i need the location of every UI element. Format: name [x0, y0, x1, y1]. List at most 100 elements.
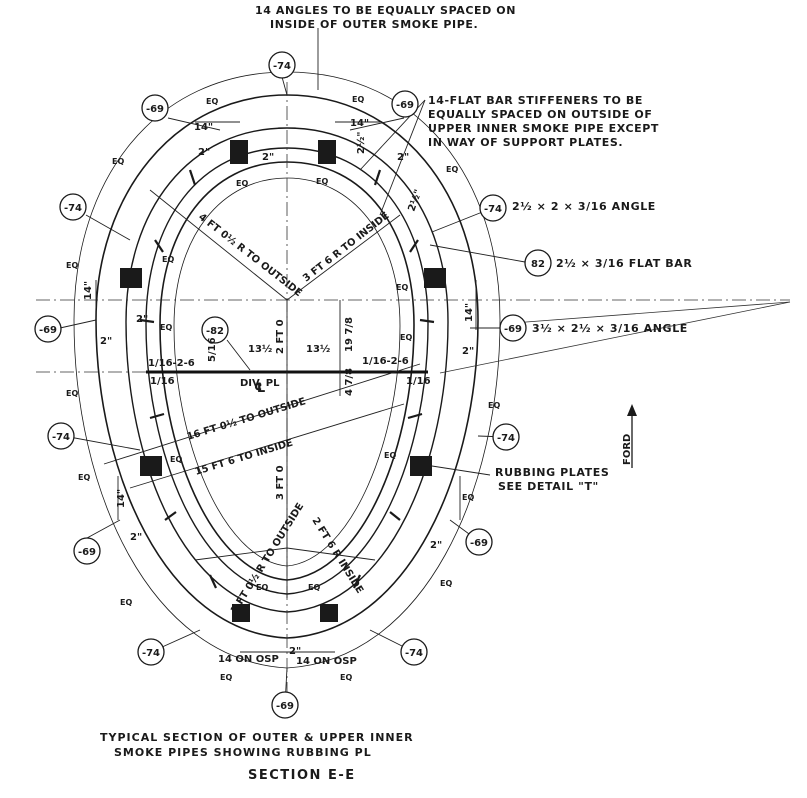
eq-label: EQ	[308, 583, 320, 592]
callout-upper-right: -74	[484, 204, 502, 215]
dim-r-upper-inside: 3 FT 6 R TO INSIDE	[301, 210, 392, 284]
dim-half-right: 13½	[306, 344, 330, 355]
eq-label: EQ	[340, 673, 352, 682]
dim-offset-left: 1/16-2-6	[148, 358, 195, 369]
dim-s2-c: 2"	[100, 336, 112, 347]
dim-s2-bottom: 2"	[289, 646, 301, 657]
title-line2: SMOKE PIPES SHOWING RUBBING PL	[114, 746, 372, 759]
radius-lines	[103, 189, 421, 598]
eq-label: EQ	[446, 165, 458, 174]
eq-label: EQ	[488, 401, 500, 410]
eq-labels: EQ EQ EQ EQ EQ EQ EQ EQ EQ EQ EQ EQ EQ E…	[66, 95, 500, 682]
title-line1: TYPICAL SECTION OF OUTER & UPPER INNER	[100, 731, 414, 744]
eq-label: EQ	[384, 451, 396, 460]
note-stiffeners-line2: EQUALLY SPACED ON OUTSIDE OF	[428, 108, 652, 121]
callout-circles	[34, 51, 552, 719]
eq-label: EQ	[66, 261, 78, 270]
note-ford: FORD	[622, 434, 633, 465]
callout-bottom-right: -74	[405, 648, 423, 659]
callout-lower-left: -74	[52, 432, 70, 443]
note-stiffeners-line1: 14-FLAT BAR STIFFENERS TO BE	[428, 94, 643, 107]
dim-edge-right: 1/16	[406, 376, 431, 387]
note-rubbing-line2: SEE DETAIL "T"	[498, 480, 599, 493]
callout-labels: -74 -69 -69 -74 -74 82 -69 -69 -82 -74 -…	[39, 61, 545, 712]
dim-s2-g: 2"	[262, 152, 274, 163]
eq-label: EQ	[112, 157, 124, 166]
dim-lower-center: 3 FT 0	[275, 465, 286, 500]
dim-s2-a: 2"	[198, 147, 210, 158]
eq-label: EQ	[120, 598, 132, 607]
eq-label: EQ	[352, 95, 364, 104]
dim-s2half-a: 2½"	[356, 131, 367, 154]
dim-r-lower-outside: 3 FT 0½ R TO OUTSIDE	[229, 501, 306, 615]
eq-label: EQ	[236, 179, 248, 188]
callout-top-left: -69	[146, 104, 164, 115]
dim-r-upper-outside: 4 FT 0½ R TO OUTSIDE	[196, 212, 304, 299]
eq-label: EQ	[220, 673, 232, 682]
dim-depth-small: 4 7/8	[344, 368, 355, 396]
callout-leaders	[59, 76, 507, 706]
dim-upper-center: 2 FT 0	[275, 319, 286, 354]
callout-bottom-left: -74	[142, 648, 160, 659]
eq-label: EQ	[396, 283, 408, 292]
vertical-dims	[286, 300, 341, 548]
side-dim-lines	[95, 121, 477, 653]
callout-flat-bar: 82	[531, 259, 545, 270]
dim-s14-right: 14"	[464, 303, 475, 322]
dim-s14-top-left: 14"	[194, 122, 213, 133]
dim-s14-top-right: 14"	[350, 118, 369, 129]
eq-label: EQ	[160, 323, 172, 332]
note-angle-small: 2½ × 2 × 3/16 ANGLE	[512, 200, 656, 213]
angle-marks	[120, 140, 446, 622]
callout-low-right: -69	[470, 538, 488, 549]
callout-top: -74	[273, 61, 291, 72]
eq-label: EQ	[66, 389, 78, 398]
eq-label: EQ	[256, 583, 268, 592]
eq-label: EQ	[206, 97, 218, 106]
eq-label: EQ	[170, 455, 182, 464]
dim-div-pl: DIV. PL	[240, 378, 280, 389]
note-flat-bar: 2½ × 3/16 FLAT BAR	[556, 257, 692, 270]
eq-label: EQ	[78, 473, 90, 482]
dim-s14-left: 14"	[83, 281, 94, 300]
dim-half-left: 13½	[248, 344, 272, 355]
dim-s2-h: 2"	[136, 314, 148, 325]
note-angles-line2: INSIDE OF OUTER SMOKE PIPE.	[270, 18, 478, 31]
note-angle-large: 3½ × 2½ × 3/16 ANGLE	[532, 322, 688, 335]
dim-s2-e: 2"	[130, 532, 142, 543]
dim-edge-left: 1/16	[150, 376, 175, 387]
callout-div-pl: -82	[206, 326, 224, 337]
centerline-symbol: ℄	[254, 381, 267, 396]
note-angles-line1: 14 ANGLES TO BE EQUALLY SPACED ON	[255, 4, 516, 17]
dim-s2-b: 2"	[397, 152, 409, 163]
dim-s2-d: 2"	[462, 346, 474, 357]
callout-low-left: -69	[78, 547, 96, 558]
dim-s2-f: 2"	[430, 540, 442, 551]
stiffener-ticks	[139, 169, 435, 589]
eq-label: EQ	[162, 255, 174, 264]
callout-upper-left: -74	[64, 203, 82, 214]
dim-offset-right: 1/16-2-6	[362, 356, 409, 367]
section-title: SECTION E-E	[248, 768, 356, 783]
callout-top-right: -69	[396, 100, 414, 111]
dim-depth: 19 7/8	[344, 317, 355, 352]
note-stiffeners-line3: UPPER INNER SMOKE PIPE EXCEPT	[428, 122, 659, 135]
callout-lower-right: -74	[497, 433, 515, 444]
eq-label: EQ	[462, 493, 474, 502]
eq-label: EQ	[316, 177, 328, 186]
dim-s14-bottom-right: 14 ON OSP	[296, 656, 357, 667]
dim-len-outside: 16 FT 0½ TO OUTSIDE	[186, 396, 308, 443]
note-stiffeners-line4: IN WAY OF SUPPORT PLATES.	[428, 136, 623, 149]
eq-label: EQ	[400, 333, 412, 342]
projection-lines	[439, 301, 791, 374]
callout-mid-right: -69	[504, 324, 522, 335]
note-rubbing-line1: RUBBING PLATES	[495, 466, 609, 479]
callout-mid-left: -69	[39, 325, 57, 336]
dim-s14-bottom-left: 14 ON OSP	[218, 654, 279, 665]
dim-thick: 5/16	[207, 337, 218, 362]
callout-bottom: -69	[276, 701, 294, 712]
eq-label: EQ	[440, 579, 452, 588]
dim-s14-lower-left: 14"	[116, 489, 127, 508]
ford-arrow-icon	[627, 404, 637, 468]
